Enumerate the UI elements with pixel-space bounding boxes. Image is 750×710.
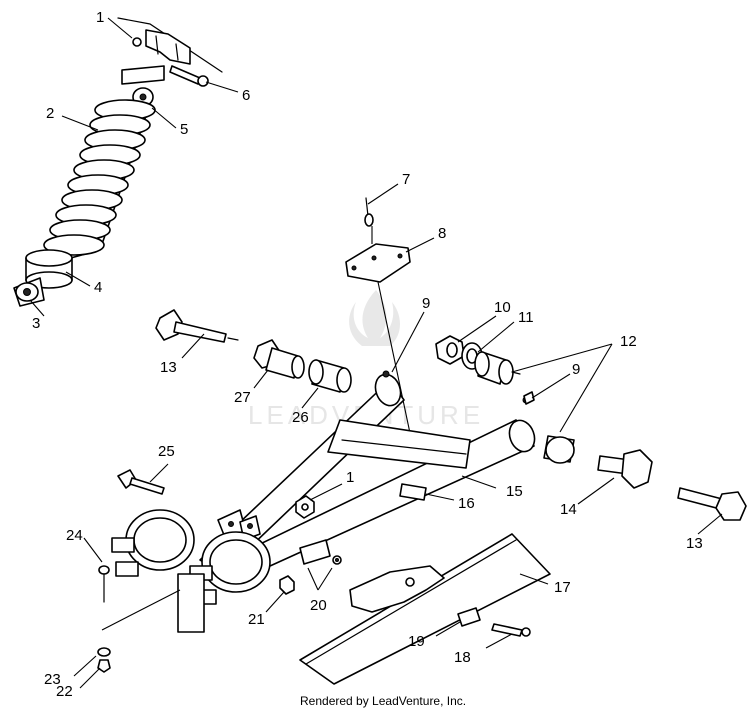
callout-8: 8 bbox=[438, 225, 446, 242]
callout-11: 11 bbox=[518, 309, 534, 326]
leader-lines bbox=[29, 17, 723, 689]
callout-20: 20 bbox=[310, 597, 327, 614]
callout-4: 4 bbox=[94, 279, 102, 296]
callout-21: 21 bbox=[248, 611, 265, 628]
callout-14: 14 bbox=[560, 501, 577, 518]
callout-13-right: 13 bbox=[686, 535, 703, 552]
callout-9-right: 9 bbox=[572, 361, 580, 378]
callout-26: 26 bbox=[292, 409, 309, 426]
swing-arm bbox=[111, 370, 536, 633]
callout-1-top: 1 bbox=[96, 9, 104, 26]
callout-7: 7 bbox=[402, 171, 410, 188]
callout-23: 23 bbox=[44, 671, 61, 688]
slide-rail bbox=[299, 533, 551, 685]
footer-credit: Rendered by LeadVenture, Inc. bbox=[300, 694, 466, 708]
hardware bbox=[97, 309, 747, 673]
safety-pin-and-plate bbox=[345, 197, 415, 453]
callout-17: 17 bbox=[554, 579, 571, 596]
callout-24: 24 bbox=[66, 527, 83, 544]
callout-5: 5 bbox=[180, 121, 188, 138]
callout-18: 18 bbox=[454, 649, 471, 666]
callout-9-left: 9 bbox=[422, 295, 430, 312]
callout-labels: 1 2 3 4 5 6 7 8 9 9 10 11 12 13 13 14 15… bbox=[32, 9, 703, 700]
callout-15: 15 bbox=[506, 483, 523, 500]
callout-19: 19 bbox=[408, 633, 425, 650]
callout-27: 27 bbox=[234, 389, 251, 406]
callout-22: 22 bbox=[56, 683, 73, 700]
callout-16: 16 bbox=[458, 495, 475, 512]
shock-absorber bbox=[13, 17, 223, 307]
callout-3: 3 bbox=[32, 315, 40, 332]
callout-2: 2 bbox=[46, 105, 54, 122]
callout-12: 12 bbox=[620, 333, 637, 350]
callout-10: 10 bbox=[494, 299, 511, 316]
callout-13-left: 13 bbox=[160, 359, 177, 376]
spring-coils bbox=[43, 99, 156, 256]
callout-1-lower: 1 bbox=[346, 469, 354, 486]
callout-6: 6 bbox=[242, 87, 250, 104]
callout-25: 25 bbox=[158, 443, 175, 460]
